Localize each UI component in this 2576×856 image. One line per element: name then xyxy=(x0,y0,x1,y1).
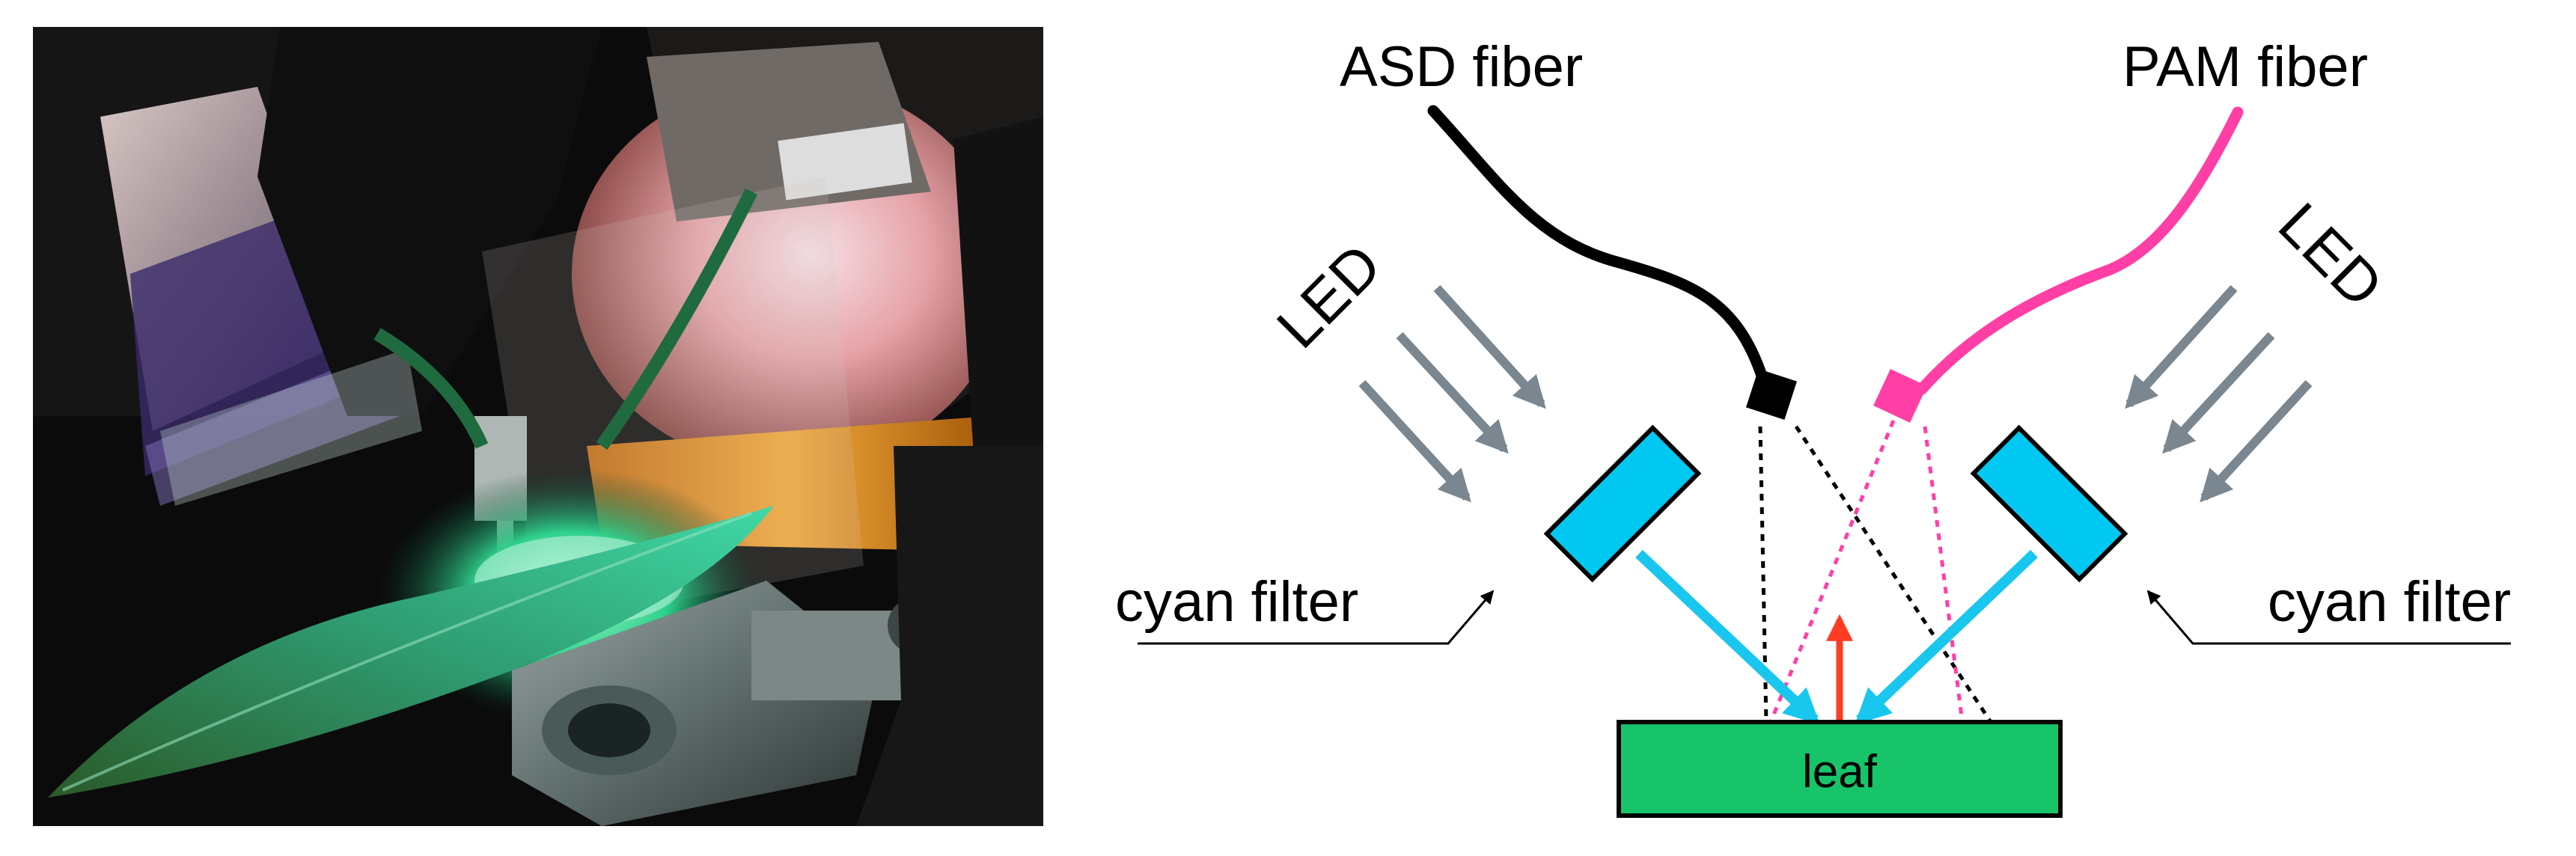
asd-fiber-label: ASD fiber xyxy=(1340,35,1583,99)
cyan-filter-right xyxy=(1970,424,2128,583)
leaf-sample xyxy=(1617,720,2063,818)
cyan-filter-right-label: cyan filter xyxy=(2268,570,2511,634)
cyan-filter-left-pointer xyxy=(1138,590,1495,645)
measurement-schematic: ASD fiber PAM fiber LED LED cyan filter … xyxy=(1048,0,2576,856)
cyan-filter-right-pointer xyxy=(2146,590,2511,645)
asd-fiber xyxy=(1427,105,1798,421)
led-right-arrows xyxy=(2125,284,2313,503)
asd-fiber-tip xyxy=(1745,368,1798,421)
led-left-label: LED xyxy=(1264,231,1394,361)
instrument-photo-illustration xyxy=(33,27,1043,826)
fiber-field-of-view xyxy=(1758,420,1993,724)
leaf-label: leaf xyxy=(1802,746,1878,798)
instrument-photo xyxy=(33,27,1043,826)
cyan-light-right xyxy=(1855,549,2038,725)
pam-fiber xyxy=(1873,106,2244,423)
led-left-arrows xyxy=(1358,284,1546,503)
cyan-filter-left-label: cyan filter xyxy=(1115,570,1358,634)
led-right-label: LED xyxy=(2266,190,2396,320)
cyan-light-left xyxy=(1635,549,1820,725)
pam-fiber-tip xyxy=(1873,369,1927,423)
pam-fiber-label: PAM fiber xyxy=(2122,35,2368,99)
cyan-filter-left xyxy=(1543,424,1702,583)
